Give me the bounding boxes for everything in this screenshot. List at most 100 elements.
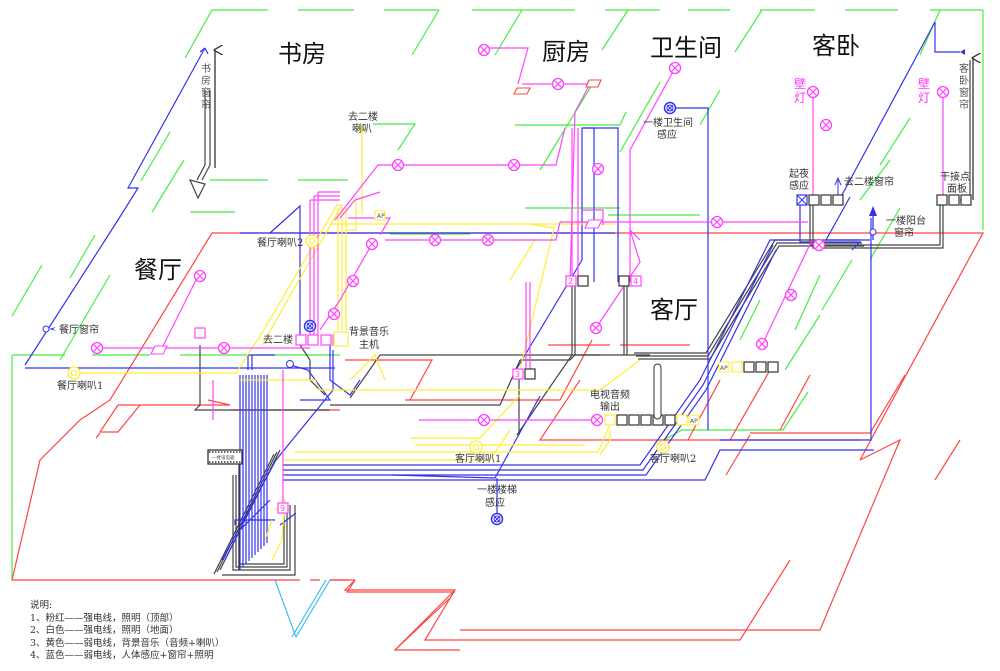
dining-speaker-2-label: 餐厅喇叭2: [257, 236, 303, 249]
balcony-curtain-label: 窗帘: [894, 226, 914, 239]
dining-curtain-label: 餐厅窗帘: [59, 323, 99, 336]
bath-sensor-label: 一楼卫生间: [643, 116, 693, 129]
ap-box: [718, 361, 730, 373]
lamp-icon: [507, 158, 521, 172]
speaker-icon: [656, 440, 670, 454]
ground-floor-outline: [11, 232, 985, 651]
svg-text:灯: 灯: [918, 91, 930, 105]
upstairs-speaker-label: 去二楼: [348, 110, 378, 123]
lamp-icon: [668, 61, 682, 75]
svg-text:窗: 窗: [201, 86, 211, 99]
svg-text:卧: 卧: [959, 74, 969, 87]
bgm-host-label: 主机: [359, 338, 379, 351]
room-dining: 餐厅: [134, 256, 182, 284]
lamp-icon: [819, 118, 833, 132]
ap-label: AP: [690, 418, 698, 425]
sensor-icon: [303, 319, 317, 333]
wall-lamp-label-2: 壁 灯: [918, 76, 930, 105]
dry-contact-label: 干接点: [940, 170, 970, 183]
junction-icon: [869, 228, 877, 236]
svg-text:客: 客: [959, 62, 969, 75]
svg-text:壁: 壁: [918, 76, 930, 91]
ap-label: AP: [377, 213, 385, 220]
speaker-icon: [469, 440, 483, 454]
svg-text:灯: 灯: [794, 91, 806, 105]
upper-floor-outline: [11, 9, 984, 580]
lamp-icon: [936, 85, 950, 99]
svg-text:房: 房: [201, 74, 211, 87]
curtain-motor-icon: [42, 325, 50, 333]
stair-sensor-label: 一楼楼梯: [477, 483, 517, 496]
room-bathroom: 卫生间: [650, 34, 722, 62]
floor-wiring-black: [188, 60, 971, 576]
upstairs-curtain-label: 去二楼窗帘: [844, 175, 894, 188]
lamp-icon: [90, 341, 104, 355]
sensor-wiring-blue: [24, 21, 960, 570]
lamp-icon: [589, 321, 603, 335]
svg-text:帘: 帘: [201, 98, 211, 111]
lamp-icon: [193, 269, 207, 283]
dining-speaker-1-label: 餐厅喇叭1: [57, 379, 103, 392]
lamp-icon: [391, 158, 405, 172]
ap-box: [374, 210, 386, 221]
study-curtain-label: 书 房 窗 帘: [201, 63, 211, 111]
stair-outline: [274, 579, 331, 639]
switch-symbols: [513, 79, 602, 95]
night-sensor-icon: [796, 194, 808, 206]
lamp-icon: [590, 413, 604, 427]
legend-item: 4、蓝色——弱电线，人体感应+窗帘+照明: [30, 650, 214, 661]
living-speaker-2-label: 客厅喇叭2: [650, 452, 696, 465]
guest-curtain-label: 客 卧 窗 帘: [959, 62, 969, 111]
box-number: 9: [280, 504, 285, 513]
bath-sensor-label: 感应: [657, 128, 677, 141]
lamp-icon: [784, 288, 798, 302]
upstairs-label: 去二楼: [263, 333, 293, 346]
balcony-curtain-label: 一楼阳台: [886, 214, 926, 227]
tv-audio-label: 输出: [600, 400, 620, 413]
sensor-icon: [490, 512, 504, 526]
speaker-icon: [67, 366, 81, 380]
audio-wiring-yellow: [73, 125, 641, 561]
legend-item: 1、粉红——强电线，照明（顶部）: [30, 612, 179, 624]
lamp-icon: [346, 274, 360, 288]
legend: 说明: 1、粉红——强电线，照明（顶部） 2、白色——强电线，照明（地面） 3、…: [30, 600, 225, 663]
lamp-icon: [477, 43, 491, 57]
lamp-icon: [806, 85, 820, 99]
room-kitchen: 厨房: [542, 38, 590, 66]
distribution-box: 一楼强电箱: [207, 449, 243, 570]
wall-lamp-label-1: 壁 灯: [794, 76, 806, 105]
junction-icon: [286, 360, 294, 368]
lamp-icon: [755, 337, 769, 351]
lamp-icon: [591, 162, 605, 176]
night-sensor-label: 起夜: [789, 167, 809, 180]
room-guest-bedroom: 客卧: [812, 32, 860, 60]
lamp-icon: [365, 237, 379, 251]
svg-text:壁: 壁: [794, 76, 806, 91]
box-number: 4: [633, 277, 638, 286]
lighting-wiring-pink: [97, 47, 944, 505]
night-sensor-label: 感应: [789, 179, 809, 192]
upstairs-speaker-label: 喇叭: [352, 123, 372, 135]
lamp-icon: [710, 215, 724, 229]
tv-audio-label: 电视音频: [590, 388, 630, 401]
living-speaker-1-label: 客厅喇叭1: [455, 452, 501, 465]
ap-label: AP: [720, 365, 728, 372]
room-study: 书房: [278, 40, 326, 68]
legend-item: 3、黄色——弱电线，背景音乐（音频+喇叭）: [30, 637, 225, 649]
box-number: 2: [568, 277, 573, 286]
lamp-icon: [812, 238, 826, 252]
box-number: 3: [515, 370, 520, 379]
distribution-box-label: 一楼强电箱: [212, 454, 235, 461]
sensor-icon: [663, 101, 677, 115]
svg-text:窗: 窗: [959, 86, 969, 99]
lamp-icon: [481, 233, 495, 247]
svg-text:书: 书: [201, 63, 211, 75]
stair-sensor-label: 感应: [485, 496, 505, 509]
lamp-icon: [428, 233, 442, 247]
lamp-icon: [327, 307, 341, 321]
tv-column: [653, 363, 662, 420]
room-living: 客厅: [650, 296, 698, 324]
lamp-icon: [217, 341, 231, 355]
